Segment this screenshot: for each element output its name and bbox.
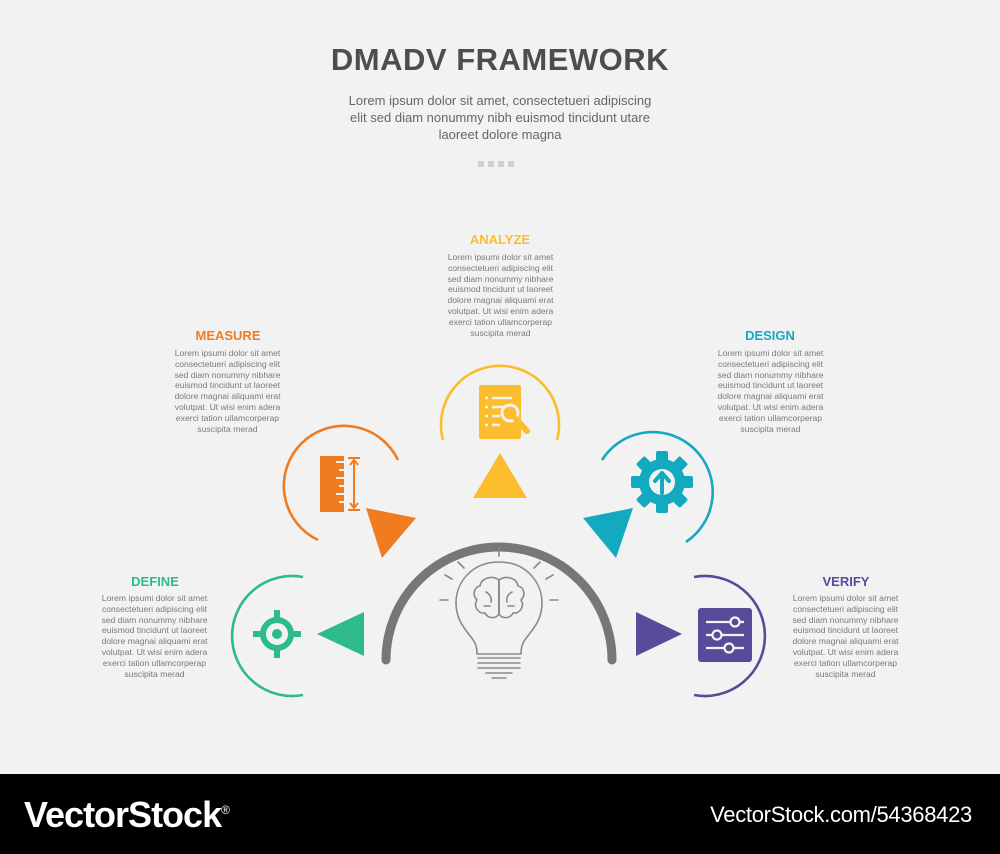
design-ring-arc bbox=[600, 430, 714, 544]
design-arrow bbox=[583, 508, 633, 558]
design-title: DESIGN bbox=[745, 328, 795, 343]
sliders-icon bbox=[698, 608, 752, 662]
gear-upload-icon bbox=[631, 451, 693, 513]
stock-url: VectorStock.com/54368423 bbox=[710, 802, 972, 827]
subtitle-line: laoreet dolore magna bbox=[438, 127, 562, 142]
analyze-arrow bbox=[473, 453, 527, 498]
verify-title: VERIFY bbox=[822, 574, 870, 589]
ruler-icon bbox=[320, 456, 360, 512]
document-search-icon bbox=[479, 385, 530, 439]
verify-ring-arc bbox=[693, 574, 767, 698]
page-title: DMADV FRAMEWORK bbox=[330, 42, 670, 77]
dmadv-diagram bbox=[230, 364, 767, 698]
define-arrow bbox=[317, 612, 364, 656]
measure-ring-arc bbox=[282, 424, 400, 542]
define-ring-arc bbox=[230, 574, 304, 698]
separator-dots bbox=[478, 154, 528, 167]
page-subtitle: Lorem ipsum dolor sit amet, consectetuer… bbox=[300, 92, 700, 143]
define-title: DEFINE bbox=[131, 574, 179, 589]
center-arc bbox=[381, 542, 617, 665]
brand-logo: VectorStock® bbox=[24, 794, 230, 835]
analyze-title: ANALYZE bbox=[469, 232, 531, 247]
watermark-footer: VectorStock® VectorStock.com/54368423 bbox=[0, 774, 1000, 854]
subtitle-line: elit sed diam nonummy nibh euismod tinci… bbox=[350, 110, 650, 125]
measure-arrow bbox=[366, 508, 416, 558]
verify-arrow bbox=[636, 612, 682, 656]
target-crosshair-icon bbox=[253, 610, 301, 658]
analyze-ring-arc bbox=[439, 364, 561, 441]
lightbulb-brain-icon bbox=[439, 547, 559, 679]
subtitle-line: Lorem ipsum dolor sit amet, consectetuer… bbox=[348, 93, 652, 108]
measure-title: MEASURE bbox=[195, 328, 261, 343]
